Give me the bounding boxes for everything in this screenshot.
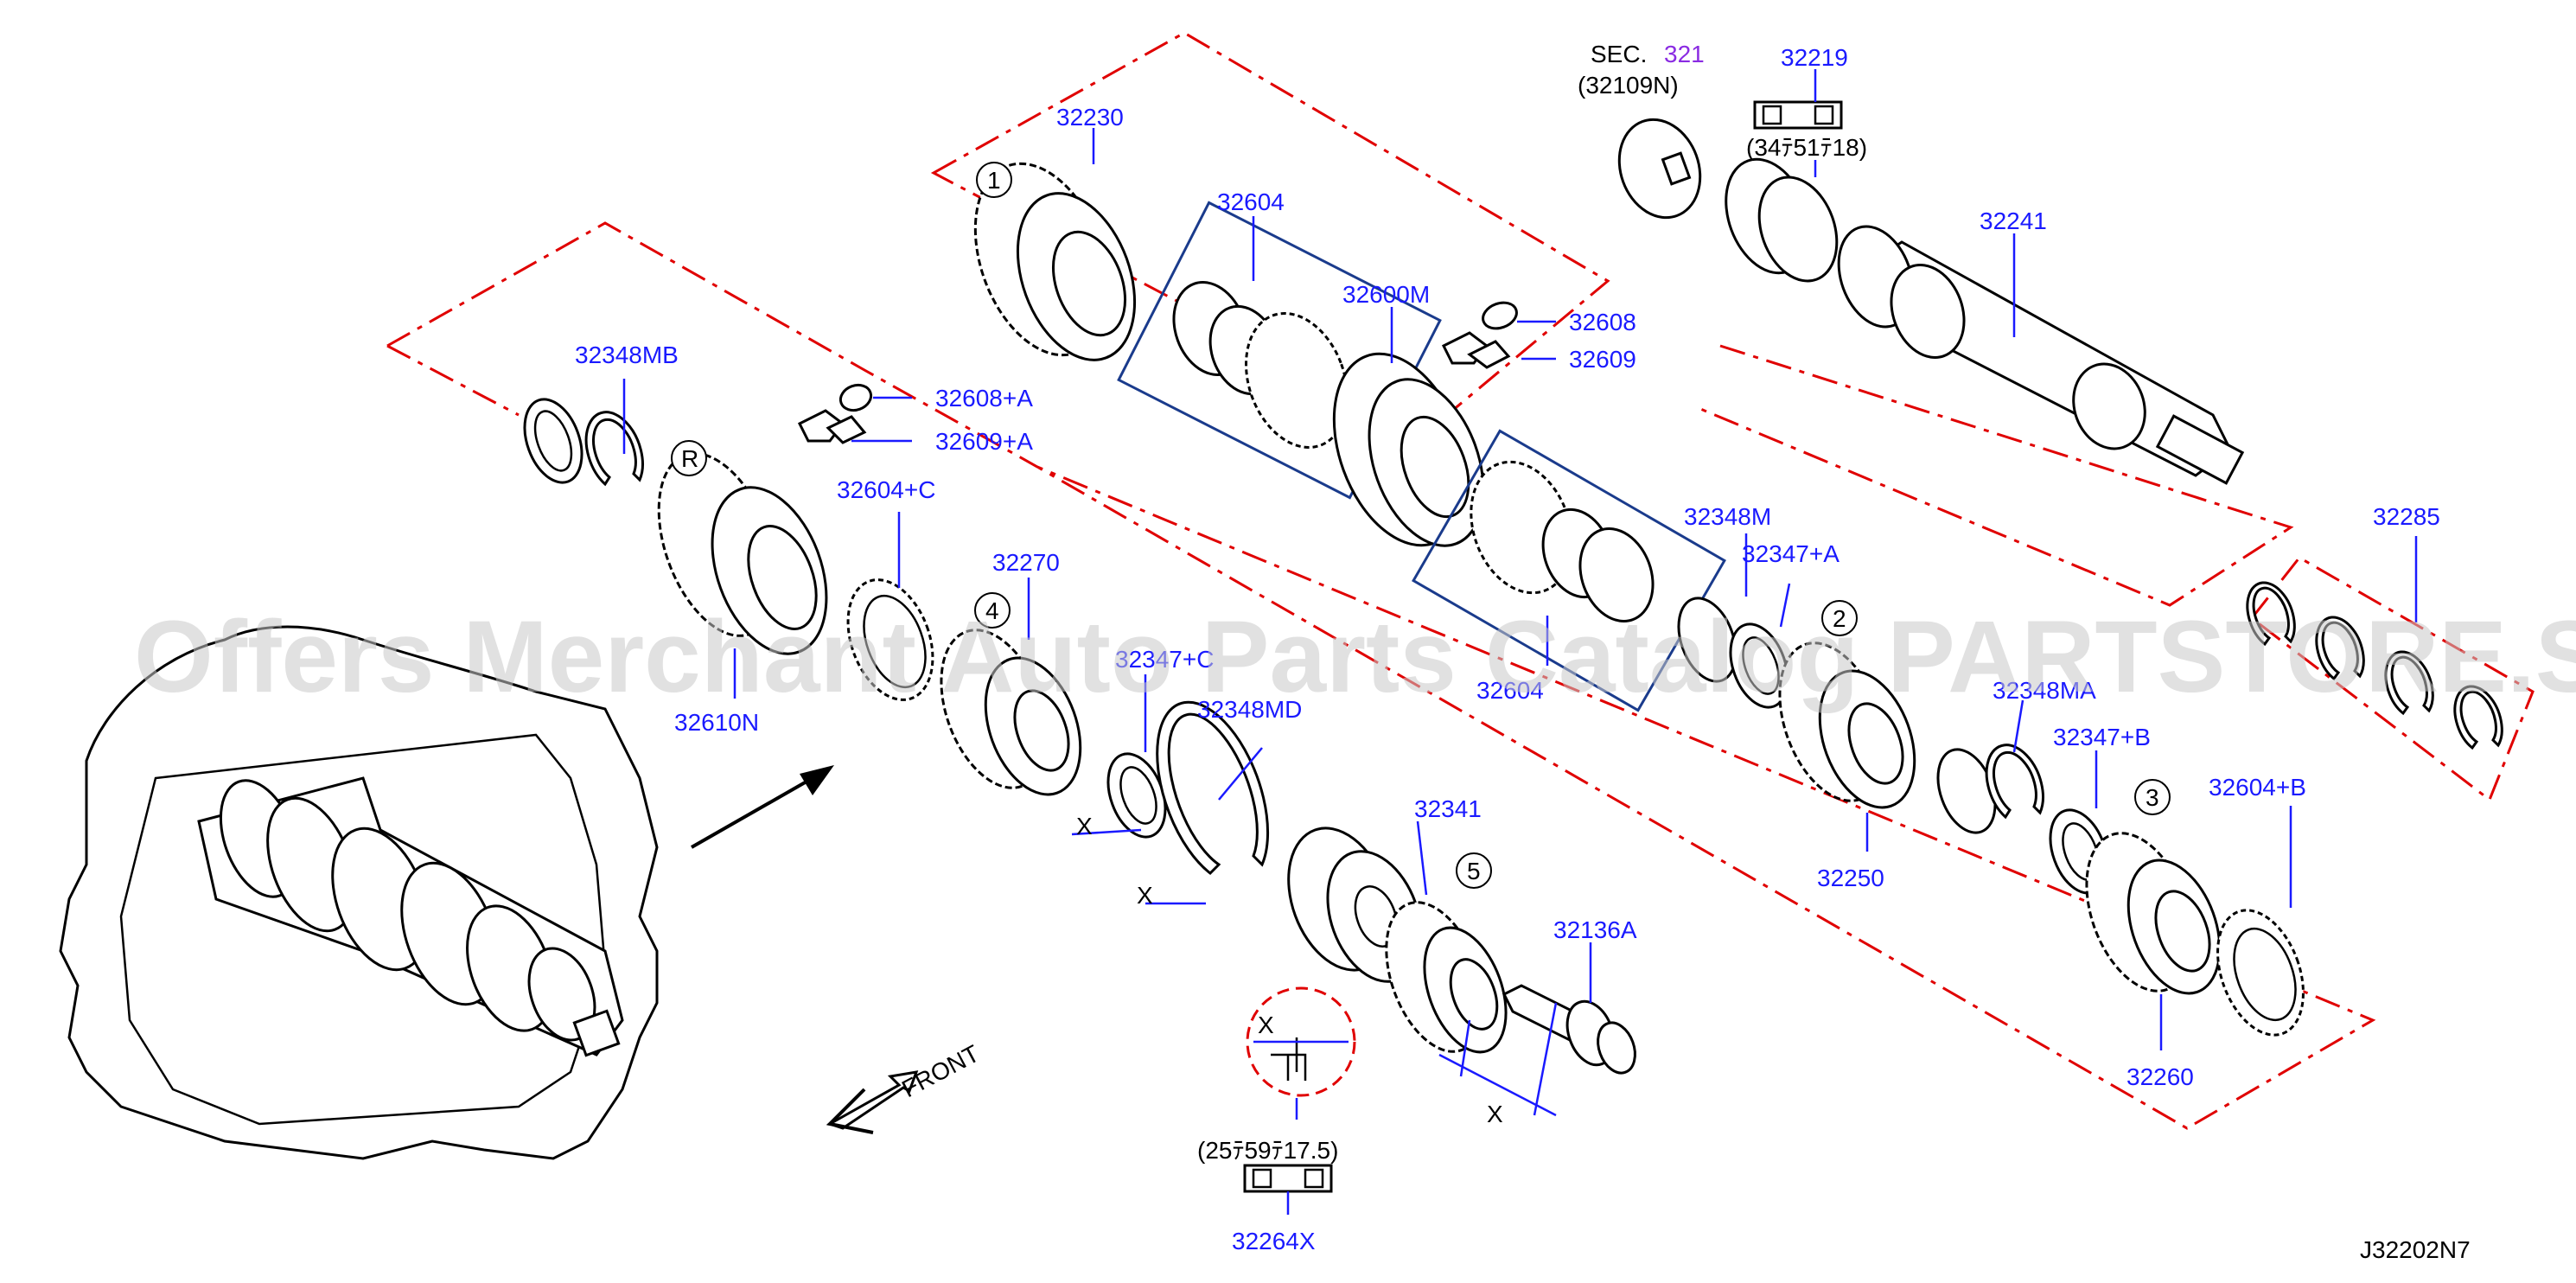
label-32348M[interactable]: 32348M [1684,503,1771,530]
gear-32270[interactable] [921,616,1098,807]
pin-32608A[interactable] [837,381,874,415]
synchronizer-32604b[interactable] [1454,448,1666,631]
label-32347B[interactable]: 32347+B [2053,724,2151,750]
reverse-gear-32610N[interactable] [636,437,848,669]
callout-4: 4 [985,597,999,624]
detail-circle [1246,986,1356,1097]
label-32270[interactable]: 32270 [992,549,1060,576]
label-32348MA[interactable]: 32348MA [1993,677,2096,704]
left-group-outline [386,221,2376,1130]
label-32348MB[interactable]: 32348MB [575,341,679,368]
bearing-size-32219: (34ﾃ51ﾃ18) [1746,134,1867,161]
x-mark: X [1137,882,1153,909]
label-32230[interactable]: 32230 [1056,104,1124,131]
bearing-size-icon-32264X [1243,1164,1333,1193]
section-number-link[interactable]: 321 [1664,41,1705,67]
section-prefix: SEC. [1591,41,1647,67]
synchronizer-hub-32600M[interactable] [1310,335,1505,564]
label-32341[interactable]: 32341 [1414,795,1482,822]
gear-32341[interactable] [1368,889,1521,1064]
label-32348MD[interactable]: 32348MD [1197,696,1302,723]
detail-section-icon [1253,1037,1349,1081]
front-arrow-icon [826,1070,919,1134]
label-32600M[interactable]: 32600M [1342,281,1430,308]
label-32604[interactable]: 32604 [1217,188,1285,215]
washer-32347C[interactable] [1098,746,1176,845]
direction-arrow [691,765,834,849]
label-32241[interactable]: 32241 [1980,207,2047,234]
front-label: FRONT [897,1040,984,1103]
section-sub: (32109N) [1578,72,1679,99]
watermark-text: Offers Merchant Auto Parts Catalog PARTS… [134,600,2576,714]
bearing-32219[interactable] [1711,148,1850,292]
synchronizer-32604[interactable] [1162,272,1365,462]
mainshaft-32241[interactable] [1826,216,2245,485]
label-32608A[interactable]: 32608+A [935,385,1033,412]
label-32347A[interactable]: 32347+A [1742,540,1840,567]
synchronizer-ring-32604C[interactable] [832,568,948,712]
label-32609[interactable]: 32609 [1569,346,1636,373]
shift-insert-32609A[interactable] [797,409,867,444]
label-32610N[interactable]: 32610N [674,709,759,736]
callout-circles [671,162,2171,889]
x-mark: X [1487,1101,1503,1127]
gear-32250[interactable] [1760,629,1932,820]
diagram-code: J32202N7 [2360,1236,2471,1263]
shift-insert-32609[interactable] [1441,331,1511,369]
mainshaft-group-outline [1693,344,2294,607]
label-32250[interactable]: 32250 [1817,865,1884,891]
gear-32230[interactable] [951,145,1157,376]
label-32347C[interactable]: 32347+C [1115,646,1214,673]
snap-ring-right[interactable] [1985,744,2044,820]
washer-32347A[interactable] [1720,616,1799,715]
label-32260[interactable]: 32260 [2126,1063,2194,1090]
label-32608[interactable]: 32608 [1569,309,1636,335]
left-group-top [386,344,520,417]
label-32219[interactable]: 32219 [1781,44,1848,71]
callout-1: 1 [987,167,1001,194]
x-mark: X [1258,1012,1274,1038]
bolt-32136A[interactable] [1502,984,1642,1078]
snap-ring-left[interactable] [584,411,644,487]
leader-lines [622,69,2418,1215]
label-32264X[interactable]: 32264X [1232,1228,1316,1254]
thrust-washer-32348MB[interactable] [514,392,593,490]
label-32136A[interactable]: 32136A [1553,916,1637,943]
bearing-size-icon-32219 [1753,100,1843,130]
callout-3: 3 [2146,784,2159,811]
snap-ring-32348MD[interactable] [1156,700,1270,875]
label-32609A[interactable]: 32609+A [935,428,1033,455]
snap-rings-32285[interactable] [2246,581,2503,750]
x-mark: X [1076,813,1093,839]
pin-32608[interactable] [1479,298,1520,333]
callout-5: 5 [1467,858,1481,884]
label-32604B[interactable]: 32604+B [2209,774,2306,801]
callout-2: 2 [1833,605,1846,632]
section-ref-plate[interactable] [1606,108,1713,229]
callout-r: R [681,445,698,472]
snap-ring-group-outline [2249,556,2535,802]
synchronizer-ring-32604B[interactable] [2202,898,2319,1047]
gear-32260[interactable] [2067,819,2237,1006]
label-32285[interactable]: 32285 [2373,503,2440,530]
bearing-size-32264X: (25ﾃ59ﾃ17.5) [1197,1137,1338,1164]
label-32604b[interactable]: 32604 [1476,677,1544,704]
shaft-assembly-inset [197,776,624,1057]
label-32604C[interactable]: 32604+C [837,476,935,503]
thrust-washer-32348M[interactable] [1668,590,1747,689]
